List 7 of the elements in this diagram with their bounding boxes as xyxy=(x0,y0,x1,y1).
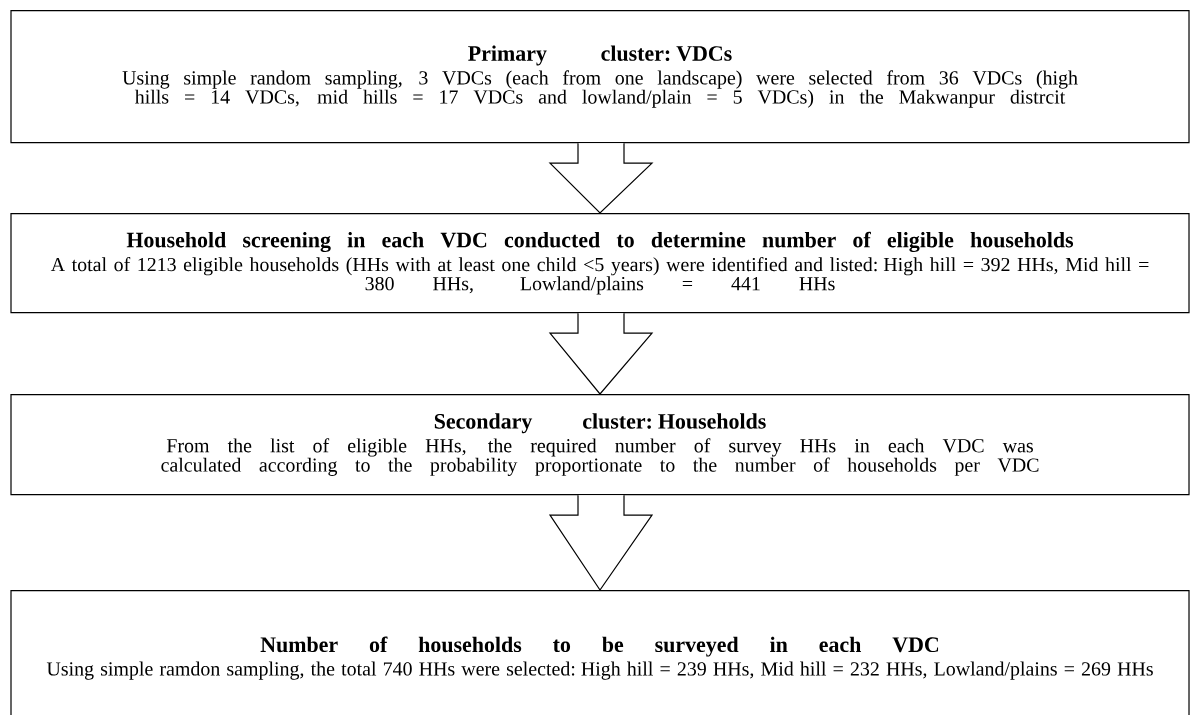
process-box: Number of households to be surveyed in each VDC Using simple ramdon sampling, the total 740 HHs were selected: High hill = 239 HHs, Mid hill = 232 HHs, Lowland/plains = 269 HHs xyxy=(10,590,1190,715)
process-box: Household screening in each VDC conducted to determine number of eligible households A total of 1213 eligible households (HHs with at least one child <5 years) were identified and listed: High hill = 392 HHs, Mid hill = 380 HHs, Lowland/plains = 441 HHs xyxy=(10,213,1190,314)
block-arrow xyxy=(548,142,654,214)
block-arrow xyxy=(548,312,654,395)
process-box: Secondary cluster: Households From the list of eligible HHs, the required number of survey HHs in each VDC was calculated according to the probability proportionate to the number of households per VDC xyxy=(10,394,1190,496)
process-box: Primary cluster: VDCs Using simple random sampling, 3 VDCs (each from one landscape) were selected from 36 VDCs (high hills = 14 VDCs, mid hills = 17 VDCs and lowland/plain = 5 VDCs) in the Makwanpur distrcit xyxy=(10,10,1190,144)
block-arrow xyxy=(548,494,654,592)
